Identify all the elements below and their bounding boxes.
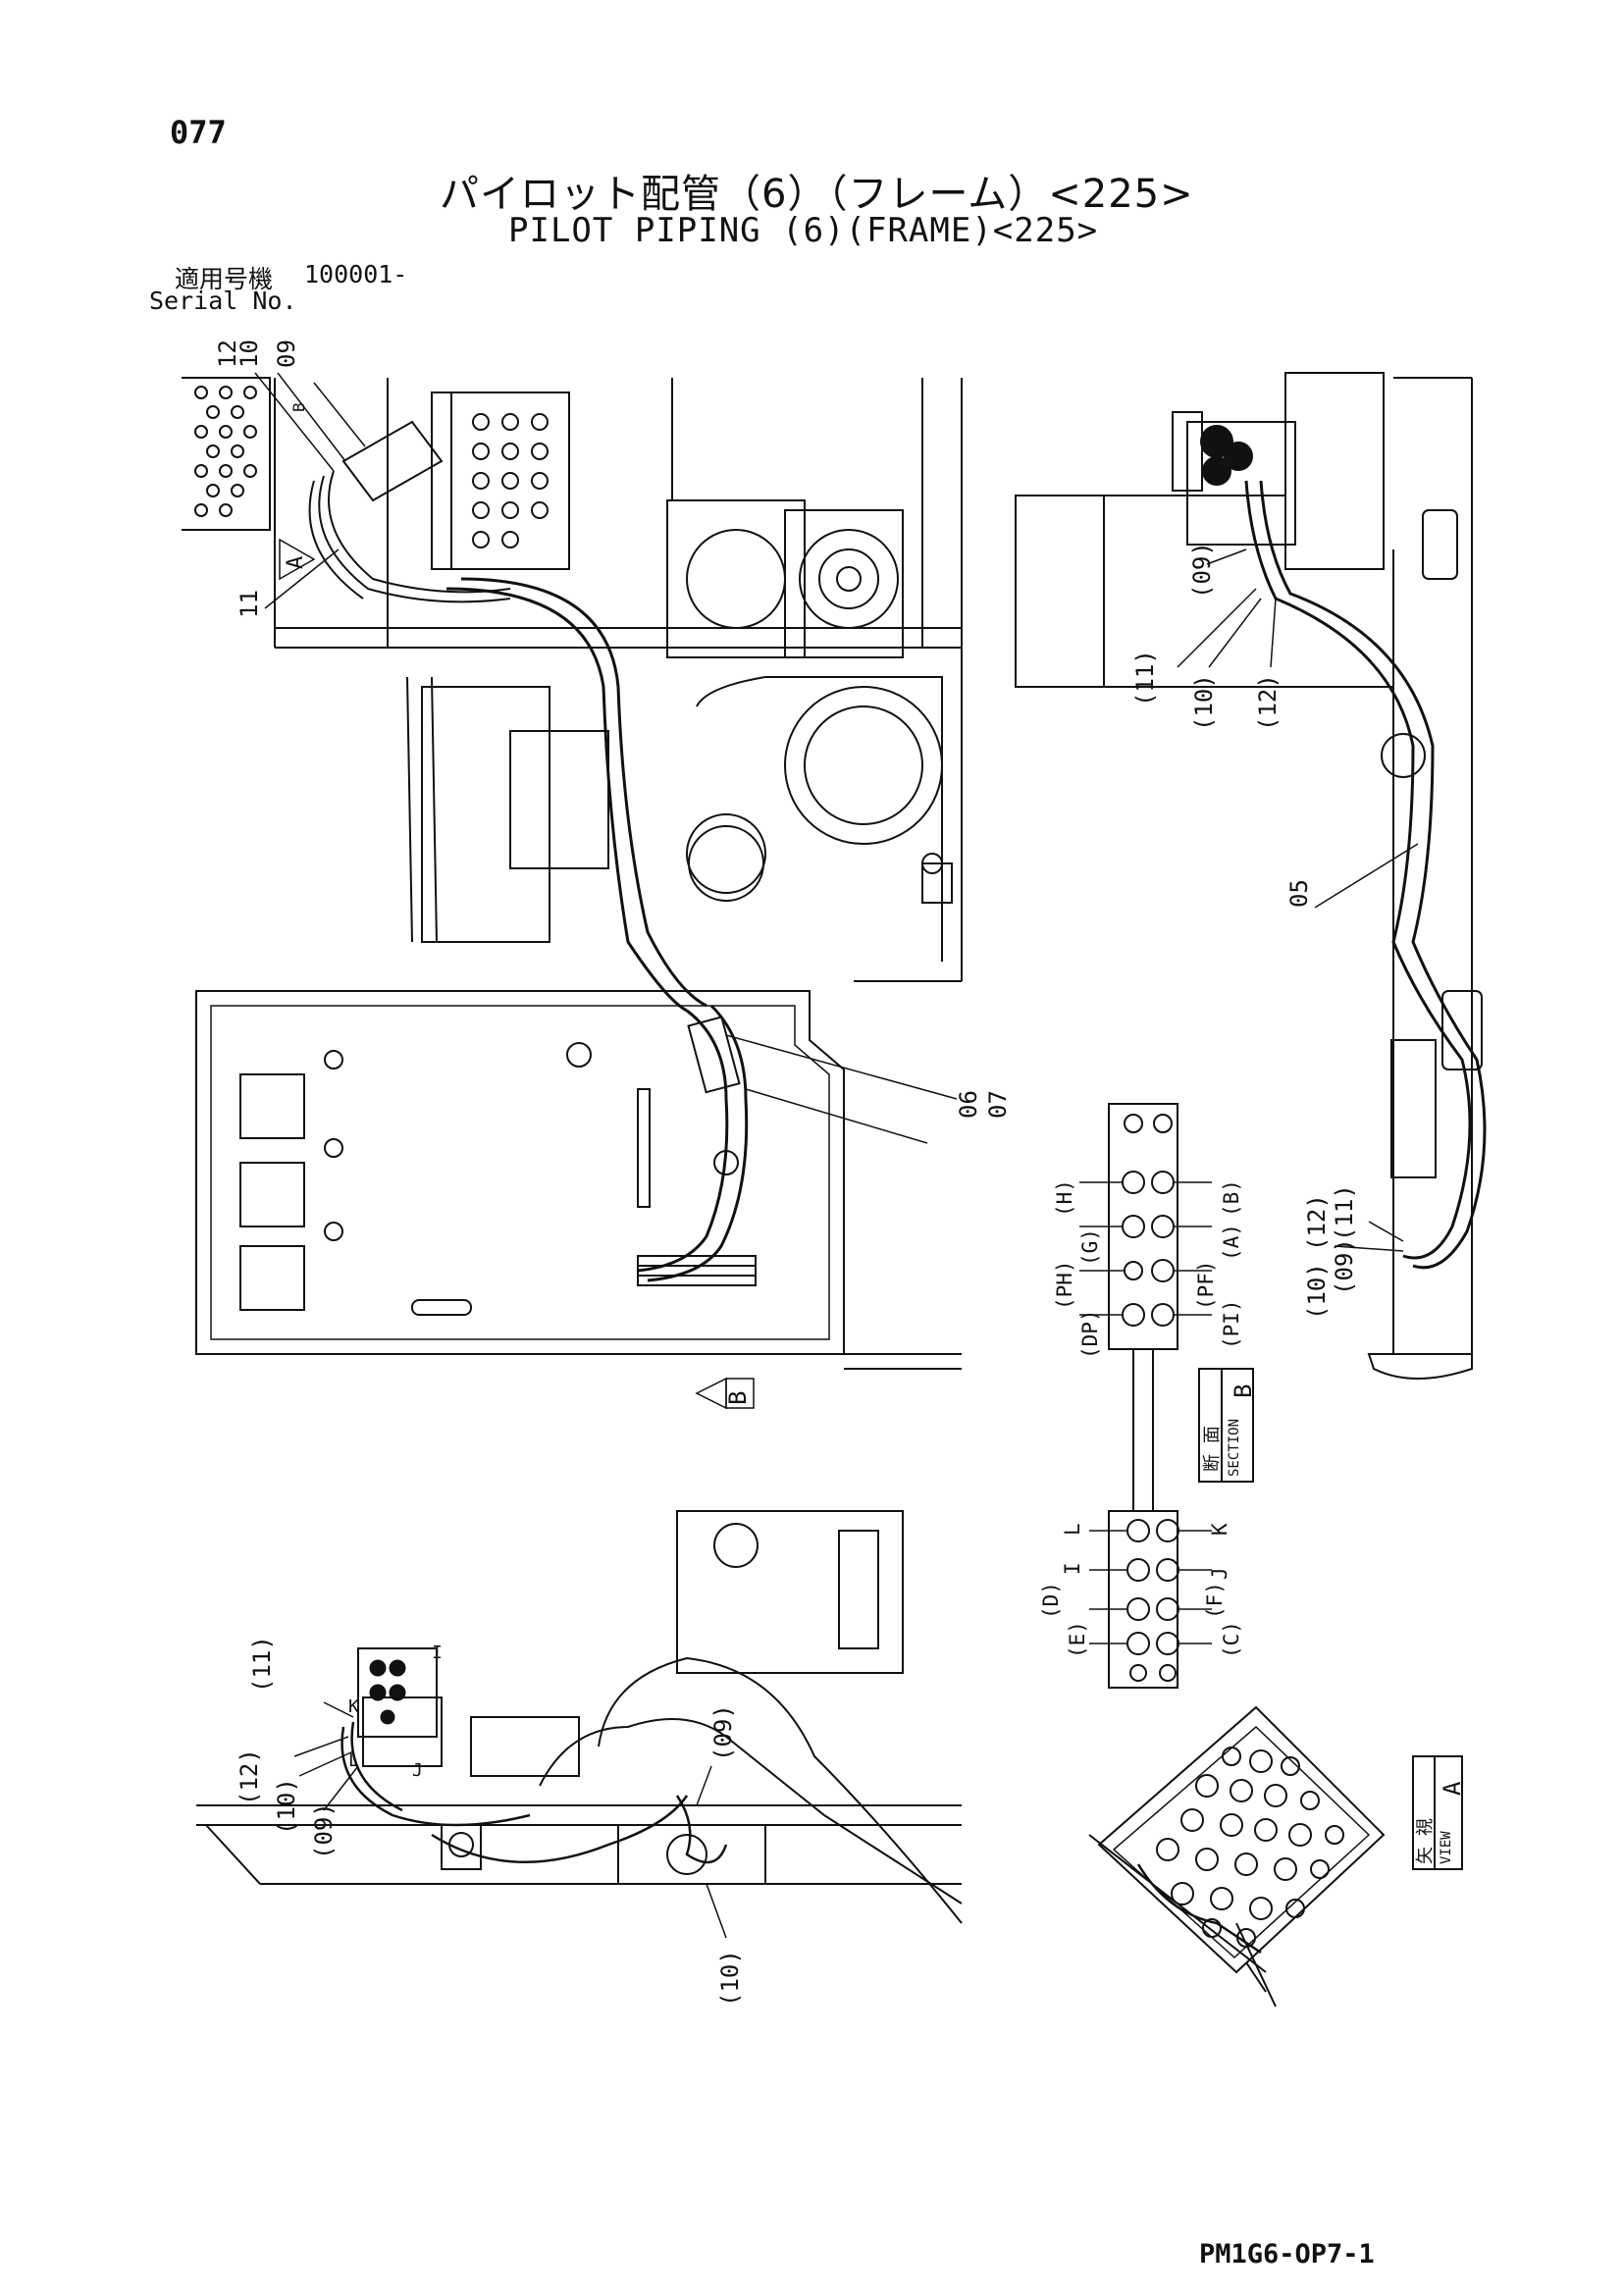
main-plate-view [195, 853, 962, 1370]
title-english: PILOT PIPING (6)(FRAME)<225> [508, 211, 1099, 250]
right-callout-10: (10) [1190, 674, 1218, 731]
bottom-port-l: L [348, 1750, 359, 1771]
serial-label-japanese: 適用号機 [175, 265, 274, 293]
callout-09: 09 [273, 339, 300, 368]
port-k: K [1208, 1523, 1231, 1536]
callout-06: 06 [955, 1090, 982, 1119]
port-pf: (PF) [1194, 1260, 1218, 1310]
right-lower-callout-12: (12) [1303, 1194, 1331, 1251]
serial-value: 100001- [304, 260, 408, 288]
port-d: (D) [1039, 1582, 1063, 1619]
bottom-port-i: I [432, 1643, 443, 1663]
section-b-view [1079, 1103, 1254, 1689]
section-label-japanese: 断 面 [1202, 1426, 1223, 1472]
bottom-port-j: J [412, 1760, 423, 1781]
port-pi: (PI) [1220, 1299, 1243, 1349]
callout-10: 10 [236, 339, 263, 368]
port-e: (E) [1066, 1621, 1089, 1658]
port-f: (F) [1203, 1582, 1227, 1619]
top-left-view [182, 377, 963, 1013]
view-a-label-english: VIEW [1439, 1831, 1454, 1864]
port-ph: (PH) [1053, 1260, 1076, 1310]
right-lower-callout-10: (10) [1303, 1263, 1331, 1320]
callout-11: 11 [236, 590, 263, 618]
port-j: J [1208, 1567, 1231, 1580]
bottom-left-callouts [293, 1701, 727, 1939]
bottom-left-view [196, 1510, 963, 1924]
marker-b: B [289, 402, 308, 412]
port-c: (C) [1220, 1621, 1243, 1658]
port-dp: (DP) [1078, 1309, 1102, 1359]
section-letter-b: B [1230, 1384, 1257, 1398]
port-i: I [1061, 1562, 1084, 1575]
top-left-callouts [254, 372, 366, 609]
view-a-detail [1088, 1705, 1463, 2008]
bottom-port-k: K [348, 1696, 359, 1717]
bottom-callout-10: (10) [273, 1778, 300, 1835]
right-lower-callout-09: (09) [1331, 1238, 1358, 1295]
port-b: (B) [1220, 1179, 1243, 1217]
right-callout-05: 05 [1285, 879, 1313, 908]
port-l: L [1061, 1523, 1084, 1536]
right-callout-09: (09) [1188, 542, 1216, 599]
port-a: (A) [1220, 1224, 1243, 1261]
view-a-letter: A [1439, 1781, 1466, 1796]
right-callouts [1177, 548, 1419, 1252]
port-h: (H) [1053, 1179, 1076, 1217]
bottom-callout-10b: (10) [716, 1950, 744, 2007]
title-japanese: パイロット配管（6）（フレーム）<225> [440, 172, 1194, 217]
perforated-panel-holes [194, 386, 257, 517]
view-a-arrow-label: A [284, 556, 308, 569]
bottom-callout-09: (09) [310, 1802, 338, 1859]
section-label-english: SECTION [1227, 1419, 1242, 1477]
section-b-leader-arrows [1079, 1181, 1212, 1644]
callout-07: 07 [984, 1090, 1012, 1119]
bottom-callout-12: (12) [236, 1748, 263, 1805]
right-view [1015, 372, 1487, 1380]
view-b-arrow-label: B [724, 1391, 752, 1405]
section-b-port-labels: (H) (G) (PH) (DP) (B) (A) (PF) (PI) L I … [1039, 1179, 1243, 1658]
right-callout-12: (12) [1254, 674, 1282, 731]
callout-12: 12 [214, 339, 241, 368]
view-a-label-japanese: 矢 視 [1415, 1818, 1436, 1864]
bottom-callout-11: (11) [248, 1636, 276, 1693]
serial-label-english: Serial No. [149, 287, 297, 315]
document-code: PM1G6-OP7-1 [1199, 2239, 1375, 2270]
right-lower-callout-11: (11) [1331, 1184, 1358, 1241]
main-callouts [695, 1034, 958, 1410]
port-g: (G) [1078, 1228, 1102, 1266]
page-number: 077 [170, 114, 227, 151]
bottom-callout-09b: (09) [709, 1704, 737, 1761]
right-callout-11: (11) [1131, 650, 1159, 706]
